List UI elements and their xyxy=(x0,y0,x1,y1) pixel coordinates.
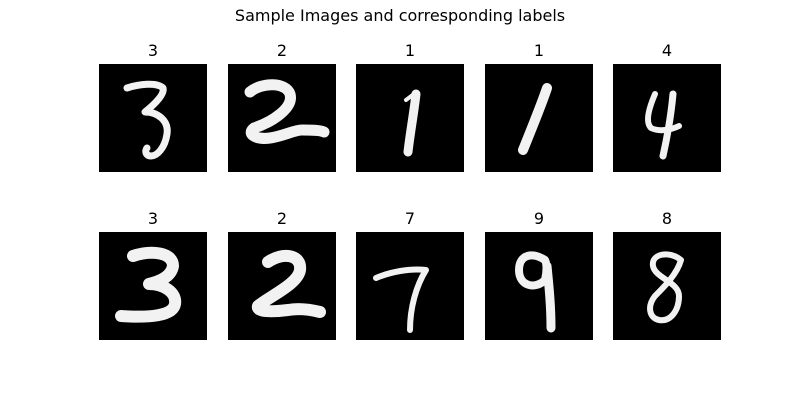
sample-label: 4 xyxy=(661,41,673,60)
sample-label: 2 xyxy=(276,41,288,60)
sample-label: 9 xyxy=(533,209,545,228)
digit-image-7 xyxy=(356,232,464,340)
digit-image-9 xyxy=(485,232,593,340)
sample-label: 1 xyxy=(404,41,416,60)
digit-image-1 xyxy=(356,64,464,172)
figure-title: Sample Images and corresponding labels xyxy=(234,6,566,25)
digit-image-3 xyxy=(99,64,207,172)
digit-image-2 xyxy=(228,232,336,340)
digit-image-3 xyxy=(99,232,207,340)
sample-label: 2 xyxy=(276,209,288,228)
digit-image-2 xyxy=(228,64,336,172)
digit-image-1 xyxy=(485,64,593,172)
sample-label: 1 xyxy=(533,41,545,60)
sample-label: 3 xyxy=(147,209,159,228)
digit-image-8 xyxy=(613,232,721,340)
digit-image-4 xyxy=(613,64,721,172)
sample-label: 3 xyxy=(147,41,159,60)
sample-label: 8 xyxy=(661,209,673,228)
sample-label: 7 xyxy=(404,209,416,228)
